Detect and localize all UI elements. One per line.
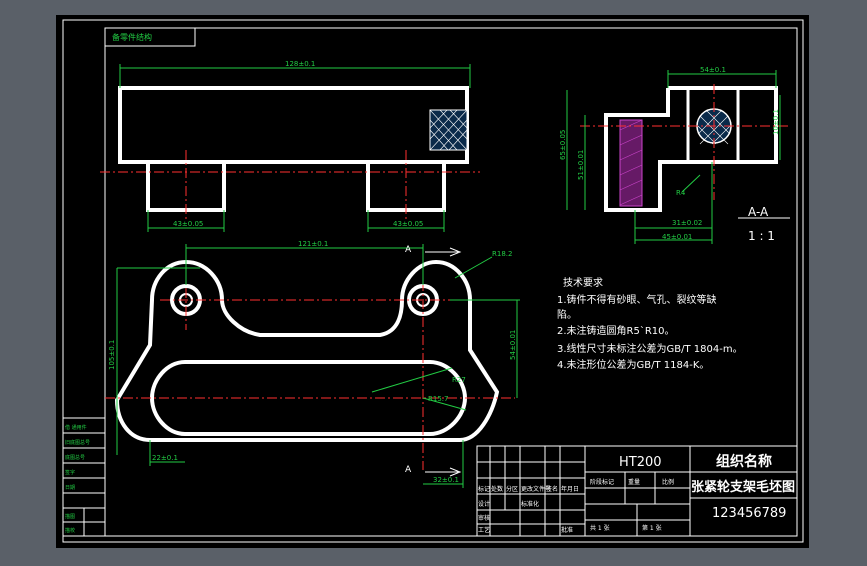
tb-field-mark: 标记 <box>478 485 490 493</box>
section-mark-top: A <box>405 245 412 255</box>
dim-front-left-height: 105±0.1 <box>108 340 116 370</box>
note-line-1: 1.铸件不得有砂眼、气孔、裂纹等缺 <box>557 293 717 306</box>
section-view <box>566 70 790 244</box>
tb-field-date: 年月日 <box>561 485 579 493</box>
dim-section-right: 10±0.1 <box>772 109 780 135</box>
notes-heading: 技术要求 <box>563 276 603 289</box>
left-table-label-4: 签字 <box>65 469 75 476</box>
dim-front-radius-top: R18.2 <box>492 250 512 258</box>
dim-section-height-b: 51±0.01 <box>577 150 585 180</box>
tb-field-sheet-no: 第 1 张 <box>642 524 662 532</box>
note-line-2: 陷。 <box>557 308 577 321</box>
left-table-label-6: 描图 <box>65 513 75 520</box>
dim-section-height-a: 65±0.05 <box>559 130 567 160</box>
dim-section-top-width: 54±0.1 <box>700 66 726 74</box>
left-table-label-7: 描校 <box>65 527 75 534</box>
tb-field-stage: 阶段标记 <box>590 478 614 486</box>
outer-border <box>62 19 804 543</box>
front-view <box>105 244 520 488</box>
section-scale: 1 : 1 <box>748 229 775 243</box>
drawing-number-field: 123456789 <box>712 506 786 521</box>
tb-field-approve: 批准 <box>561 526 573 534</box>
tb-field-zone: 分区 <box>506 485 518 493</box>
top-view <box>100 64 480 232</box>
title-block <box>476 445 798 537</box>
dim-section-bottom-b: 45±0.01 <box>662 233 692 241</box>
left-side-table <box>62 417 106 537</box>
tb-field-design: 设计 <box>478 500 490 508</box>
drawing-title-field: 张紧轮支架毛坯图 <box>691 479 795 495</box>
top-left-label: 备零件结构 <box>112 32 152 42</box>
note-line-5: 4.未注形位公差为GB/T 1184-K。 <box>557 358 709 371</box>
dim-section-bottom-a: 31±0.02 <box>672 219 702 227</box>
organization-field: 组织名称 <box>716 453 772 470</box>
tb-field-scale: 比例 <box>662 478 674 486</box>
dim-right-width: 43±0.05 <box>393 220 423 228</box>
dim-section-radius: R4 <box>676 189 686 197</box>
left-table-label-5: 日期 <box>65 485 75 491</box>
note-line-4: 3.线性尺寸未标注公差为GB/T 1804-m。 <box>557 342 743 355</box>
left-table-label-2: 旧底图总号 <box>65 439 90 446</box>
tb-field-process: 工艺 <box>478 526 490 534</box>
dim-front-bottom-right: 32±0.1 <box>433 476 459 484</box>
dim-front-bottom-left: 22±0.1 <box>152 454 178 462</box>
section-mark-bottom: A <box>405 465 412 475</box>
material-field: HT200 <box>619 455 662 470</box>
section-name: A-A <box>748 205 769 219</box>
drawing-sheet <box>56 15 809 548</box>
note-line-3: 2.未注铸造圆角R5`R10。 <box>557 324 675 337</box>
dim-front-top: 121±0.1 <box>298 240 328 248</box>
dim-left-width: 43±0.05 <box>173 220 203 228</box>
left-table-label-1: 借 通用件 <box>65 424 87 431</box>
tb-field-standard: 标准化 <box>521 500 539 508</box>
tb-field-total-sheets: 共 1 张 <box>590 524 610 532</box>
dim-front-radius-mid: R27 <box>452 376 466 384</box>
inner-border <box>104 27 798 537</box>
top-left-label-box <box>105 28 196 47</box>
tb-field-sign: 签名 <box>546 485 558 493</box>
tb-field-weight: 重量 <box>628 478 640 486</box>
dim-front-right-height: 54±0.01 <box>509 330 517 360</box>
tb-field-review: 审核 <box>478 514 490 522</box>
tb-field-change-doc: 更改文件号 <box>521 485 551 493</box>
dim-front-radius-inner: R15.7 <box>428 395 448 403</box>
dim-overall-length: 128±0.1 <box>285 60 315 68</box>
tb-field-count: 处数 <box>491 485 503 493</box>
left-table-label-3: 底图总号 <box>65 454 85 461</box>
